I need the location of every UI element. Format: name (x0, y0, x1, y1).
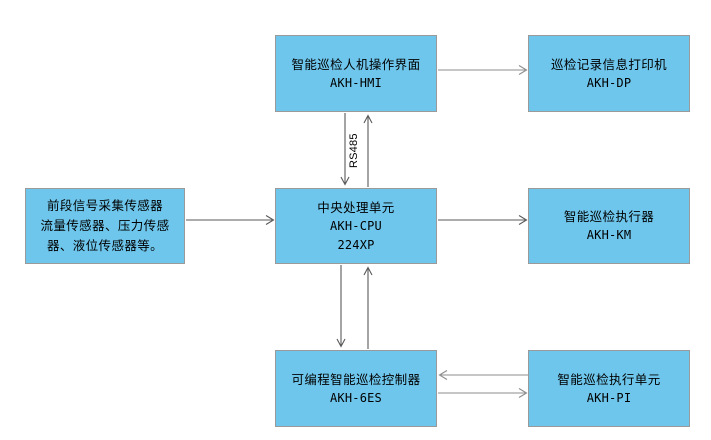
node-pi[interactable]: 智能巡检执行单元 AKH-PI (528, 350, 690, 427)
connector-cpu-to-km (437, 208, 529, 232)
connector-plc-pi-bus (437, 366, 529, 400)
node-hmi-title: 智能巡检人机操作界面 (291, 56, 421, 72)
node-km[interactable]: 智能巡检执行器 AKH-KM (528, 188, 690, 264)
node-pi-model: AKH-PI (586, 390, 632, 405)
node-sensors[interactable]: 前段信号采集传感器 流量传感器、压力传感 器、液位传感器等。 (25, 188, 185, 264)
node-plc-model: AKH-6ES (330, 390, 382, 405)
node-sensors-line2: 流量传感器、压力传感 (40, 217, 170, 233)
node-cpu[interactable]: 中央处理单元 AKH-CPU 224XP (275, 188, 437, 264)
node-hmi-model: AKH-HMI (330, 75, 382, 90)
node-sensors-line3: 器、液位传感器等。 (46, 238, 164, 254)
connector-cpu-plc-bus (330, 264, 382, 350)
connector-hmi-to-printer (437, 58, 529, 82)
connector-sensors-to-cpu (185, 208, 276, 232)
node-plc-title: 可编程智能巡检控制器 (291, 371, 421, 387)
node-sensors-line1: 前段信号采集传感器 (46, 197, 164, 213)
node-printer-model: AKH-DP (586, 75, 632, 90)
node-printer-title: 巡检记录信息打印机 (550, 56, 668, 72)
node-plc[interactable]: 可编程智能巡检控制器 AKH-6ES (275, 350, 437, 427)
node-cpu-model-suffix: 224XP (337, 237, 375, 252)
node-km-model: AKH-KM (586, 228, 632, 243)
node-pi-title: 智能巡检执行单元 (557, 371, 661, 387)
node-km-title: 智能巡检执行器 (563, 209, 655, 225)
connector-hmi-cpu-rs485 (330, 112, 382, 188)
node-cpu-title: 中央处理单元 (317, 199, 395, 215)
node-hmi[interactable]: 智能巡检人机操作界面 AKH-HMI (275, 35, 437, 112)
node-printer[interactable]: 巡检记录信息打印机 AKH-DP (528, 35, 690, 112)
connector-rs485-label: RS485 (348, 133, 360, 169)
node-cpu-model: AKH-CPU (330, 219, 382, 234)
